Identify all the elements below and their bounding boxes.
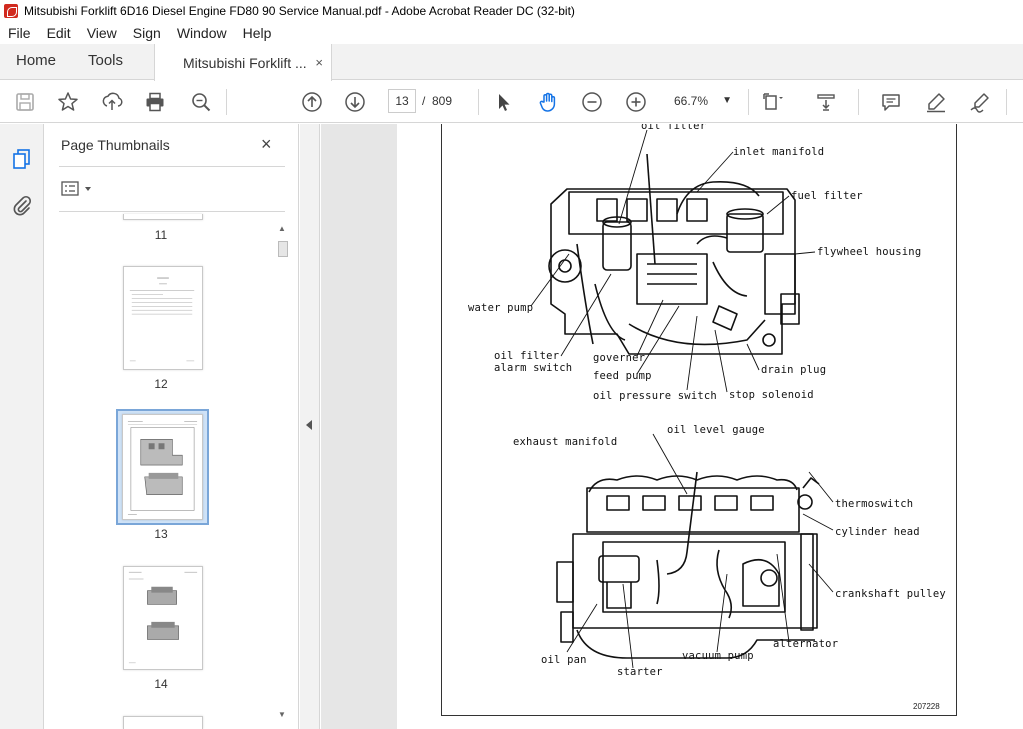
label-oil-level-gauge: oil level gauge (667, 424, 765, 436)
label-drain-plug: drain plug (761, 364, 827, 376)
thumbnail-page-11[interactable] (123, 214, 203, 220)
page-total: 809 (432, 94, 453, 108)
zoom-dropdown[interactable]: 66.7% ▼ (662, 89, 740, 113)
label-inlet-manifold: inlet manifold (733, 146, 825, 158)
menu-edit[interactable]: Edit (46, 25, 71, 41)
tab-document-label: Mitsubishi Forklift ... (183, 54, 307, 71)
thumbnail-page-13[interactable] (122, 414, 203, 520)
zoom-value: 66.7% (674, 94, 709, 108)
label-crankshaft-pulley: crankshaft pulley (835, 588, 946, 600)
panel-close-button[interactable]: × (261, 134, 272, 154)
label-starter: starter (617, 666, 663, 678)
page-thumbnails-icon[interactable] (11, 148, 33, 170)
label-oil-pressure-switch: oil pressure switch (593, 390, 717, 402)
toolbar-separator (1006, 89, 1007, 115)
menu-window[interactable]: Window (176, 25, 227, 41)
label-vacuum-pump: vacuum pump (682, 650, 754, 662)
chevron-down-icon: ▼ (722, 95, 732, 106)
thumbnail-page-15[interactable] (123, 716, 203, 729)
select-cursor-icon[interactable] (492, 90, 516, 114)
thumbnail-label: 12 (154, 377, 168, 391)
attachment-paperclip-icon[interactable] (11, 194, 33, 216)
label-stop-solenoid: stop solenoid (729, 389, 814, 401)
hand-pan-icon[interactable] (536, 90, 560, 114)
panel-divider (59, 211, 285, 212)
document-view[interactable]: oil filter inlet manifold fuel filter fl… (321, 124, 1023, 729)
leader-lines (530, 129, 834, 669)
search-zoom-icon[interactable] (189, 90, 213, 114)
menu-bar: File Edit View Sign Window Help (0, 22, 1023, 44)
tab-bar: Home Tools Mitsubishi Forklift ... × (0, 44, 1023, 81)
panel-title: Page Thumbnails (61, 137, 170, 153)
toolbar-separator (858, 89, 859, 115)
label-oil-filter-alarm-1: oil filter (494, 350, 560, 362)
window-title: Mitsubishi Forklift 6D16 Diesel Engine F… (24, 4, 575, 18)
label-thermoswitch: thermoswitch (835, 498, 914, 510)
menu-view[interactable]: View (86, 25, 117, 41)
label-oil-filter-alarm-2: alarm switch (494, 362, 573, 374)
print-icon[interactable] (143, 90, 167, 114)
panel-divider (59, 166, 285, 167)
pdf-page: oil filter inlet manifold fuel filter fl… (397, 124, 1023, 729)
zoom-in-icon[interactable] (624, 90, 648, 114)
save-icon[interactable] (13, 90, 37, 114)
label-exhaust-manifold: exhaust manifold (513, 436, 618, 448)
tab-home[interactable]: Home (16, 52, 57, 69)
panel-collapse-bar[interactable] (300, 124, 320, 729)
tab-tools[interactable]: Tools (88, 52, 124, 69)
label-feed-pump: feed pump (593, 370, 652, 382)
page-separator: / (422, 94, 426, 108)
scroll-down-arrow-icon[interactable]: ▼ (278, 710, 286, 719)
scroll-mode-icon[interactable] (814, 90, 838, 114)
thumbnail-label: 13 (154, 527, 168, 541)
thumbnail-label: 11 (154, 228, 168, 242)
bookmark-star-icon[interactable] (56, 90, 80, 114)
label-flywheel-housing: flywheel housing (817, 246, 922, 258)
label-water-pump: water pump (468, 302, 534, 314)
share-upload-icon[interactable] (100, 90, 124, 114)
sign-icon[interactable] (968, 90, 992, 114)
page-fit-icon[interactable] (760, 90, 784, 114)
menu-file[interactable]: File (8, 25, 31, 41)
title-bar: Mitsubishi Forklift 6D16 Diesel Engine F… (0, 0, 1023, 22)
zoom-out-icon[interactable] (580, 90, 604, 114)
tab-document[interactable]: Mitsubishi Forklift ... × (154, 44, 332, 81)
acrobat-app-icon (4, 4, 18, 18)
page-number-input[interactable]: 13 (388, 89, 416, 113)
highlight-icon[interactable] (924, 90, 948, 114)
collapse-arrow-icon[interactable] (306, 420, 312, 430)
label-cylinder-head: cylinder head (835, 526, 920, 538)
thumbnail-page-14[interactable] (123, 566, 203, 670)
thumbnail-page-12[interactable] (123, 266, 203, 370)
page-up-icon[interactable] (300, 90, 324, 114)
toolbar-separator (748, 89, 749, 115)
page-border (441, 124, 957, 716)
page-down-icon[interactable] (343, 90, 367, 114)
thumbnails-scrollbar[interactable]: ▲ ▼ (277, 224, 289, 722)
label-governer: governer (593, 352, 646, 364)
figure-number: 207228 (913, 702, 940, 711)
label-fuel-filter: fuel filter (791, 190, 863, 202)
thumbnail-options-menu[interactable] (61, 181, 95, 197)
menu-sign[interactable]: Sign (132, 25, 161, 41)
toolbar (0, 81, 1023, 123)
scrollbar-thumb[interactable] (278, 241, 288, 257)
navigation-rail (0, 124, 44, 729)
comment-icon[interactable] (879, 90, 903, 114)
thumbnail-label: 14 (154, 677, 168, 691)
toolbar-separator (226, 89, 227, 115)
label-oil-filter: oil filter (641, 124, 707, 132)
scroll-up-arrow-icon[interactable]: ▲ (278, 224, 286, 233)
engine-drawing-top (548, 153, 800, 355)
page-thumbnails-panel: Page Thumbnails × 11 12 (45, 124, 299, 729)
label-oil-pan: oil pan (541, 654, 587, 666)
tab-close-button[interactable]: × (315, 55, 323, 70)
menu-help[interactable]: Help (242, 25, 272, 41)
toolbar-separator (478, 89, 479, 115)
